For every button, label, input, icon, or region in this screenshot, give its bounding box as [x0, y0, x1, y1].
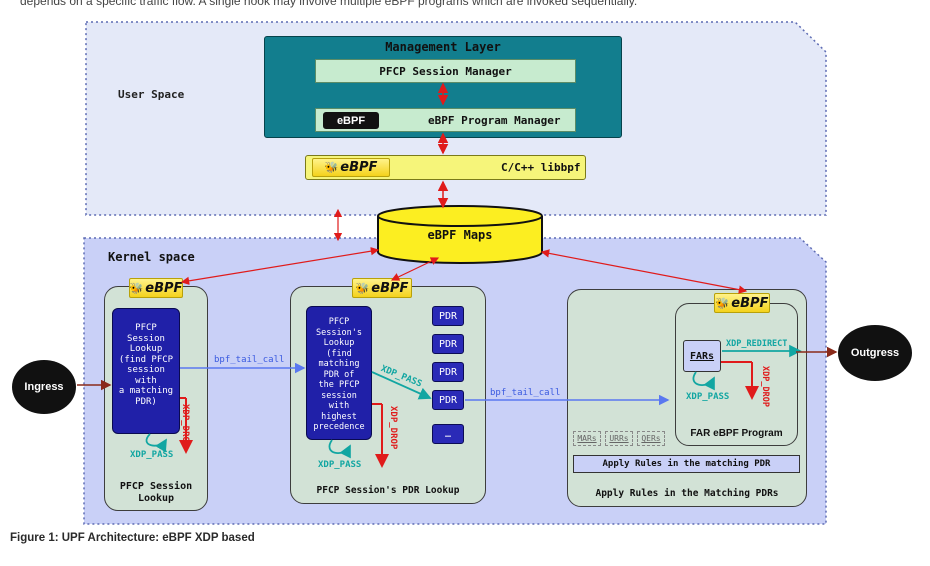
apply-rules-title: Apply Rules in the Matching PDRs	[595, 488, 779, 499]
rule-tag-urrs: URRs	[605, 431, 633, 446]
arrow-maps-to-pdr	[390, 257, 440, 281]
pdr-box: PDR	[432, 334, 464, 354]
pfcp-session-manager: PFCP Session Manager	[315, 59, 576, 83]
tail-call-label-2: bpf_tail_call	[490, 388, 561, 398]
arrow-pdr-pass-diag	[371, 371, 432, 400]
ebpf-maps-cylinder	[377, 205, 543, 264]
kernel-space-label: Kernel space	[108, 250, 195, 264]
pdr-box-more: …	[432, 424, 464, 444]
bee-icon: 🐝	[324, 161, 339, 174]
pdr-box: PDR	[432, 362, 464, 382]
session-lookup-program: PFCP Session Lookup (find PFCP session w…	[112, 308, 180, 434]
libbpf-logo: 🐝 eBPF	[312, 158, 390, 177]
ingress-node: Ingress	[12, 360, 76, 414]
far-xdp-redirect: XDP_REDIRECT	[726, 339, 788, 349]
ebpf-program-manager: eBPF eBPF Program Manager	[315, 108, 576, 132]
arrow-maps-to-far	[540, 249, 748, 294]
far-program-box: FAR eBPF Program	[675, 303, 798, 446]
figure-caption: Figure 1: UPF Architecture: eBPF XDP bas…	[10, 532, 255, 544]
management-layer-title: Management Layer	[385, 40, 501, 54]
pdr-box: PDR	[432, 306, 464, 326]
fars-box: FARs	[683, 340, 721, 372]
arrow-far-pass-loop	[692, 371, 715, 391]
session-lookup-xdp-pass: XDP_PASS	[130, 450, 174, 460]
arrow-session-pass-loop	[145, 433, 167, 453]
session-lookup-ebpf-badge: 🐝 eBPF	[129, 278, 183, 298]
session-lookup-title-line: PFCP Session	[119, 481, 193, 492]
rule-tag-mars: MARs	[573, 431, 601, 446]
libbpf-bar: 🐝 eBPF C/C++ libbpf	[305, 155, 586, 180]
user-space-label: User Space	[118, 88, 185, 101]
arrow-maps-to-session	[180, 247, 380, 285]
far-xdp-pass: XDP_PASS	[686, 392, 730, 402]
bee-icon: 🐝	[129, 281, 144, 295]
pdr-lookup-program: PFCP Session's Lookup (find matching PDR…	[306, 306, 372, 440]
arrow-pdr-pass-loop	[328, 439, 351, 459]
tail-call-label-1: bpf_tail_call	[214, 355, 285, 365]
top-caption: depends on a specific traffic flow. A si…	[20, 0, 638, 8]
outgress-node: Outgress	[838, 325, 912, 381]
session-lookup-title: PFCP Session Lookup	[105, 481, 207, 505]
pdr-lookup-xdp-pass: XDP_PASS	[318, 460, 362, 470]
pdr-box-selected: PDR	[432, 390, 464, 410]
session-lookup-title-line: Lookup	[137, 493, 175, 504]
ebpf-maps-label: eBPF Maps	[427, 228, 493, 242]
far-program-title: FAR eBPF Program	[690, 428, 783, 439]
rule-tag-qers: QERs	[637, 431, 665, 446]
bee-icon: 🐝	[715, 296, 730, 310]
libbpf-label: C/C++ libbpf	[501, 161, 581, 174]
pdr-lookup-title: PFCP Session's PDR Lookup	[316, 485, 460, 496]
apply-rules-ebpf-badge: 🐝 eBPF	[714, 293, 770, 313]
ebpf-black-badge: eBPF	[323, 112, 379, 129]
management-layer: Management Layer PFCP Session Manager eB…	[264, 36, 622, 138]
ebpf-program-manager-label: eBPF Program Manager	[428, 114, 561, 127]
apply-rules-bar: Apply Rules in the matching PDR	[573, 455, 800, 473]
